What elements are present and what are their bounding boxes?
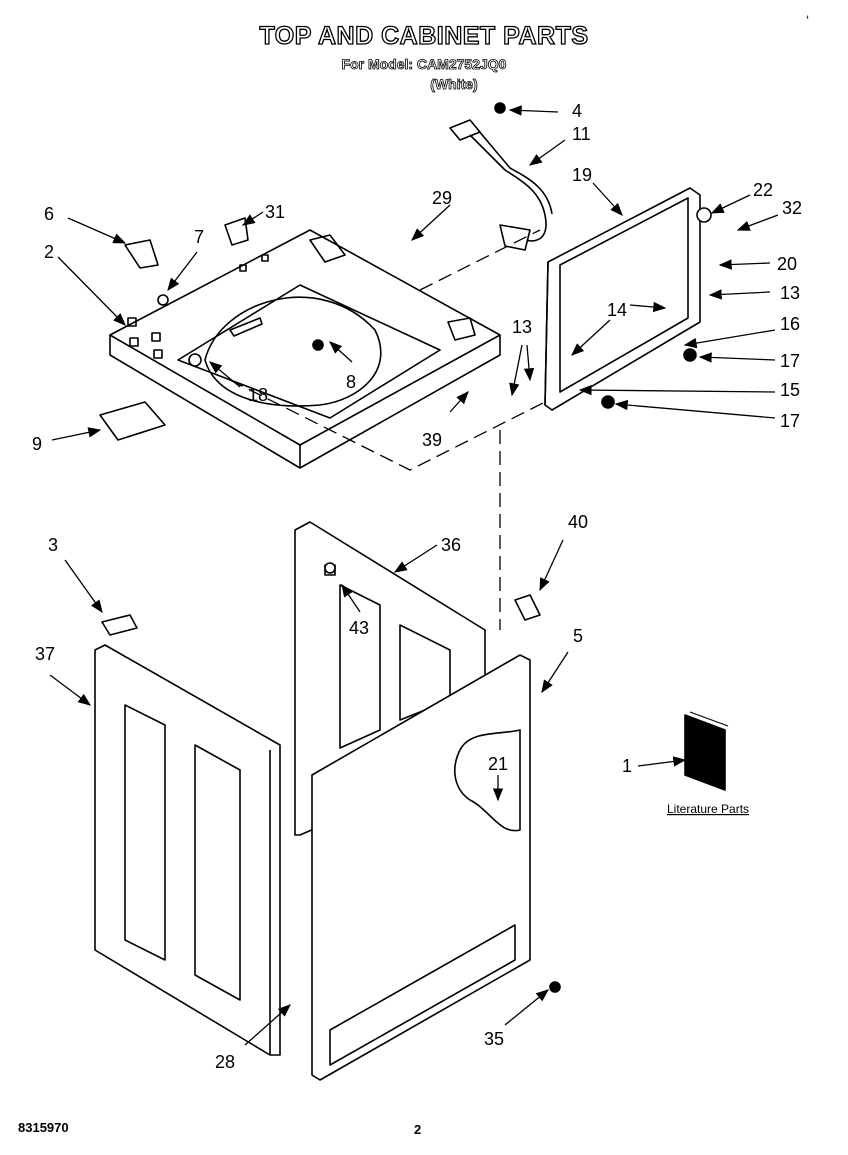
label-2: 2: [44, 242, 54, 262]
model-subtitle: For Model: CAM2752JQ0: [341, 56, 507, 73]
label-31: 31: [265, 202, 285, 222]
color-subtitle: (White): [430, 76, 478, 93]
page-number: 2: [414, 1122, 422, 1137]
label-1: 1: [622, 756, 632, 776]
label-7: 7: [194, 227, 204, 247]
plug-17b: [601, 395, 615, 409]
literature-booklet: [684, 711, 729, 791]
cabinet-left-panel: [94, 644, 281, 1056]
label-5: 5: [573, 626, 583, 646]
label-6: 6: [44, 204, 54, 224]
grommet-22: [696, 207, 712, 223]
label-11: 11: [572, 124, 591, 144]
label-16: 16: [780, 314, 800, 334]
label-18: 18: [248, 385, 268, 405]
label-14: 14: [607, 300, 627, 320]
clip-31: [224, 217, 249, 246]
label-28: 28: [215, 1052, 235, 1072]
label-22: 22: [753, 180, 773, 200]
corner-mark: ‘: [806, 12, 810, 28]
label-8: 8: [346, 372, 356, 392]
screw-35: [549, 981, 561, 993]
label-43: 43: [349, 618, 369, 638]
label-37: 37: [35, 644, 55, 664]
wire-harness: [449, 119, 553, 251]
label-15: 15: [780, 380, 800, 400]
label-39: 39: [422, 430, 442, 450]
screw-4: [494, 102, 506, 114]
literature-parts-label: Literature Parts: [667, 802, 749, 816]
nut-43: [324, 562, 336, 574]
strip-3: [101, 614, 138, 636]
bracket-40: [514, 594, 541, 621]
label-36: 36: [441, 535, 461, 555]
label-35: 35: [484, 1029, 504, 1049]
label-9: 9: [32, 434, 42, 454]
label-13-right: 13: [780, 283, 800, 303]
plug-17a: [683, 348, 697, 362]
nut-7: [157, 294, 169, 306]
clip-6: [124, 239, 159, 269]
screw-8: [312, 339, 324, 351]
label-20: 20: [777, 254, 797, 274]
label-17-lower: 17: [780, 411, 800, 431]
label-3: 3: [48, 535, 58, 555]
document-number: 8315970: [18, 1120, 69, 1135]
label-4: 4: [572, 101, 582, 121]
label-32: 32: [782, 198, 802, 218]
label-21: 21: [488, 754, 508, 774]
label-13-left: 13: [512, 317, 532, 337]
label-29: 29: [432, 188, 452, 208]
label-40: 40: [568, 512, 588, 532]
cabinet-top: [109, 229, 501, 469]
label-17-upper: 17: [780, 351, 800, 371]
label-19: 19: [572, 165, 592, 185]
console-back-panel: [544, 187, 701, 411]
page-title: TOP AND CABINET PARTS: [259, 21, 589, 50]
insulator-9: [99, 401, 166, 441]
cabinet-front-panel: [311, 654, 531, 1081]
